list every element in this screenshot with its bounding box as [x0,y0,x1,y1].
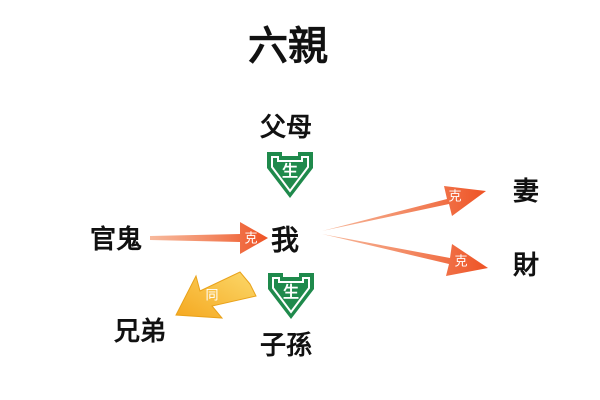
overcome-arrow-self-wealth: 克 [322,234,488,276]
node-siblings: 兄弟 [114,317,166,347]
generate-label: 生 [283,283,299,302]
generate-label: 生 [282,162,298,181]
node-wife: 妻 [513,177,539,207]
node-parents: 父母 [260,113,312,143]
overcome-label: 克 [448,190,461,205]
overcome-arrow-officer-self: 克 [150,222,268,254]
generate-badge-bottom: 生 [268,273,314,319]
overcome-label: 克 [244,232,257,247]
overcome-arrow-self-wife: 克 [322,186,486,231]
same-label: 同 [205,289,218,304]
node-officer: 官鬼 [90,224,142,255]
node-wealth: 財 [513,251,539,281]
node-self: 我 [271,224,299,257]
generate-badge-top: 生 [267,152,313,198]
same-arrow-siblings: 同 [175,271,257,319]
overcome-label: 克 [454,255,467,270]
node-children: 子孫 [260,331,312,361]
diagram-title: 六親 [248,23,328,70]
